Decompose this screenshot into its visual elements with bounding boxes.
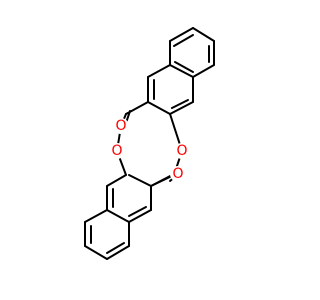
bond-line [147,101,171,115]
oxygen-label: O [176,143,187,159]
carbonyl-oxygen-bottom: O [170,166,186,182]
ring-oxygen-right: O [174,143,190,159]
bond-line [106,174,127,187]
bond-line [147,64,171,78]
bond-line [169,101,194,115]
bond-line [84,209,108,223]
bond-line [169,64,194,78]
bond-line [128,174,152,187]
bond-line [128,209,152,223]
chemical-structure: O O O O [84,27,215,260]
ring-oxygen-left: O [109,143,125,159]
bond-line [173,34,194,47]
bond-line [84,245,108,260]
bond-lines [84,27,215,260]
oxygen-label: O [115,118,126,134]
bond-line [150,173,175,187]
bond-line [169,27,194,42]
oxygen-label: O [111,143,122,159]
bond-line [106,242,125,254]
bond-line [192,27,215,42]
oxygen-label: O [172,166,183,182]
bond-line [106,209,130,223]
bond-line [106,245,130,260]
bond-line [171,99,189,109]
bond-line [174,61,194,73]
bond-line [192,64,215,78]
atom-labels: O O O O [109,118,190,182]
bond-line [128,206,147,217]
carbonyl-oxygen-top: O [113,118,129,134]
